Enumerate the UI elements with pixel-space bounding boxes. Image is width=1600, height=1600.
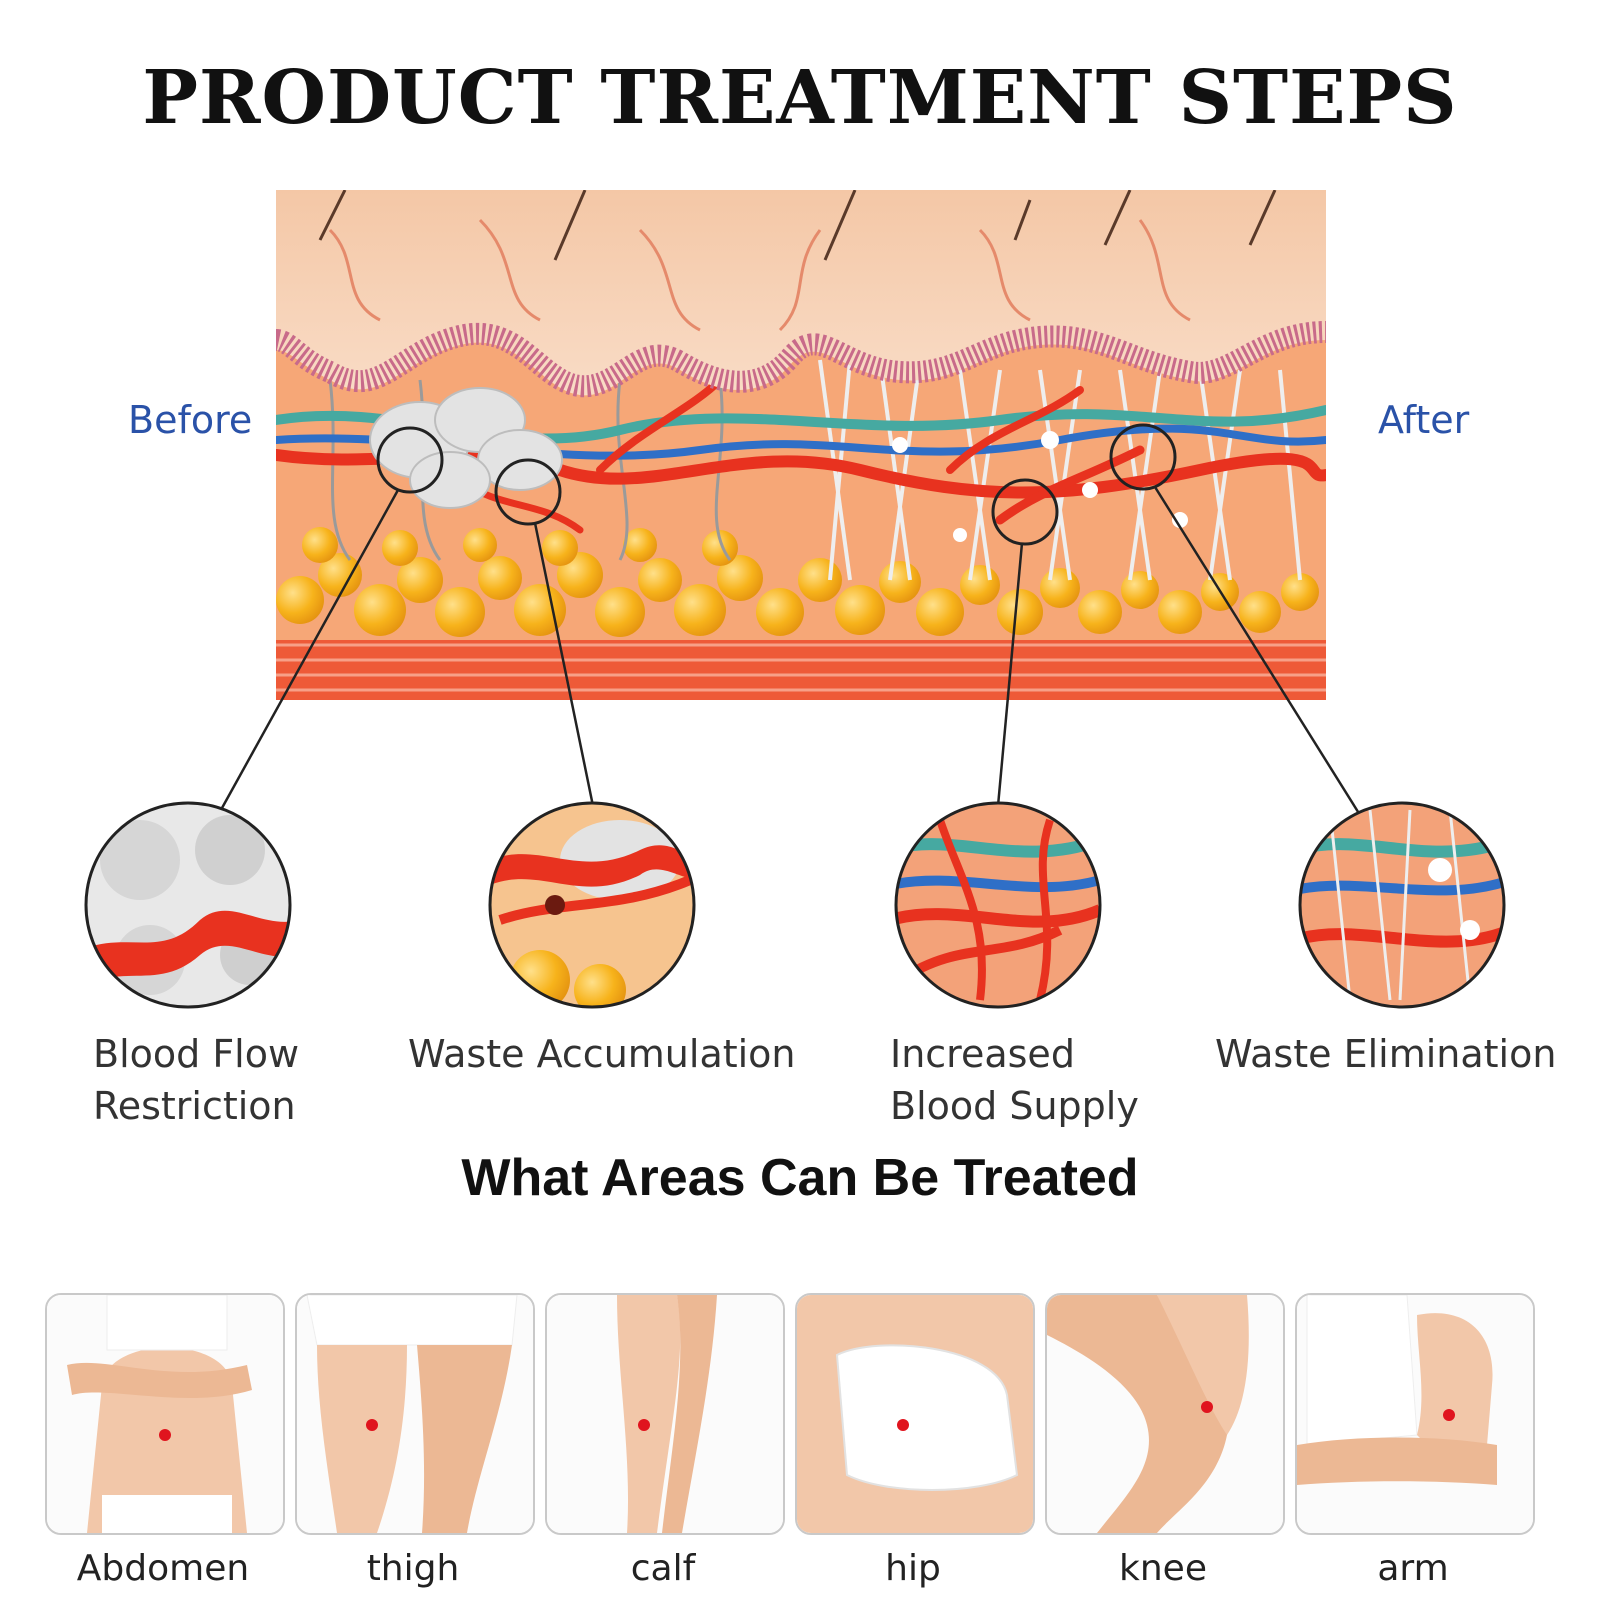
area-card-knee (1045, 1293, 1285, 1535)
area-label-thigh: thigh (366, 1548, 460, 1589)
zoom-circle-4 (1298, 801, 1506, 1009)
zoom-circle-1 (84, 801, 292, 1009)
waste-deposits (369, 387, 563, 509)
callout-label-increased-blood-supply: Increased Blood Supply (890, 1032, 1139, 1128)
area-card-calf (545, 1293, 785, 1535)
after-label: After (1378, 398, 1470, 442)
area-card-thigh (295, 1293, 535, 1535)
connective-fibers (818, 359, 1302, 581)
treatment-point-marker (366, 1419, 378, 1431)
area-label-abdomen: Abdomen (76, 1548, 250, 1589)
callout-leader-lines (220, 486, 1362, 816)
skin-layers (276, 190, 1326, 700)
area-label-calf: calf (630, 1548, 696, 1589)
magnifier-rings (376, 423, 1177, 546)
callout-label-waste-elimination: Waste Elimination (1215, 1032, 1557, 1076)
thigh-icon (297, 1295, 533, 1533)
area-card-arm (1295, 1293, 1535, 1535)
treatment-point-marker (159, 1429, 171, 1441)
knee-icon (1047, 1295, 1283, 1533)
treatment-point-marker (1201, 1401, 1213, 1413)
callout-label-blood-flow-restriction: Blood Flow Restriction (93, 1032, 300, 1128)
area-card-abdomen (45, 1293, 285, 1535)
skin-cross-section-diagram (84, 190, 1506, 1009)
area-label-knee: knee (1119, 1548, 1207, 1589)
treatment-point-marker (1443, 1409, 1455, 1421)
areas-section-title: What Areas Can Be Treated (461, 1149, 1139, 1207)
hip-icon (797, 1295, 1033, 1533)
area-card-hip (795, 1293, 1035, 1535)
area-label-arm: arm (1377, 1548, 1449, 1589)
treatment-point-marker (638, 1419, 650, 1431)
zoom-circle-2 (488, 801, 696, 1009)
abdomen-icon (47, 1295, 283, 1533)
before-label: Before (128, 398, 253, 442)
callout-label-waste-accumulation: Waste Accumulation (408, 1032, 796, 1076)
page-title: PRODUCT TREATMENT STEPS (142, 55, 1458, 141)
arm-icon (1297, 1295, 1533, 1533)
calf-icon (547, 1295, 783, 1533)
treatment-point-marker (897, 1419, 909, 1431)
zoom-circle-3 (894, 801, 1102, 1009)
area-label-hip: hip (885, 1548, 941, 1589)
